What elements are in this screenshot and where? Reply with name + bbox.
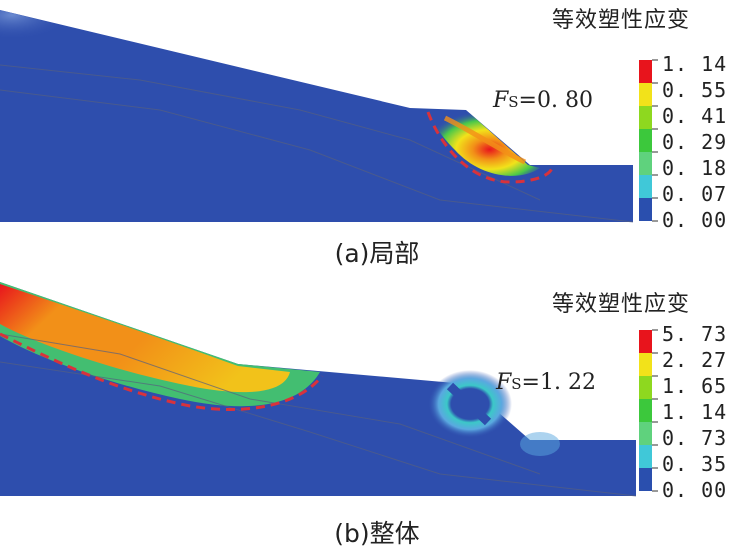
legend-label: 0. 55 — [662, 78, 728, 102]
caption-b: (b)整体 — [334, 519, 420, 548]
legend-swatch — [639, 60, 652, 83]
legend-label: 0. 00 — [662, 208, 728, 232]
legend-label: 0. 07 — [662, 182, 728, 206]
plastic-zone — [0, 284, 290, 393]
slope-contour-plot-b — [0, 282, 658, 497]
legend-swatch — [639, 129, 652, 152]
slope-body — [0, 10, 633, 222]
legend-label: 5. 73 — [662, 322, 728, 346]
caption-a: (a)局部 — [334, 239, 420, 268]
legend-swatch — [639, 175, 652, 198]
legend-label: 0. 18 — [662, 156, 728, 180]
legend-label: 0. 73 — [662, 426, 728, 450]
legend-swatch — [639, 422, 652, 445]
legend-swatch — [639, 198, 652, 221]
legend-label: 0. 29 — [662, 130, 728, 154]
legend-swatch — [639, 330, 652, 353]
legend-colorbar — [639, 59, 658, 222]
legend-label: 0. 35 — [662, 452, 728, 476]
legend-title: 等效塑性应变 — [552, 292, 691, 317]
slope-contour-plot-a — [0, 10, 658, 223]
legend-swatch — [639, 468, 652, 491]
slip-surface — [0, 332, 324, 411]
slope-body — [0, 282, 636, 496]
legend-swatch — [639, 106, 652, 129]
legend-colorbar — [639, 329, 658, 492]
legend-label: 0. 00 — [662, 478, 728, 502]
legend-label: 1. 14 — [662, 52, 728, 76]
legend-title: 等效塑性应变 — [552, 8, 691, 33]
legend-swatch — [639, 83, 652, 106]
safety-factor: FS=0. 80 — [493, 88, 593, 113]
legend-label: 1. 14 — [662, 400, 728, 424]
legend-swatch — [639, 399, 652, 422]
legend-swatch — [639, 376, 652, 399]
legend-label: 2. 27 — [662, 348, 728, 372]
legend-swatch — [639, 152, 652, 175]
legend-label: 1. 65 — [662, 374, 728, 398]
safety-factor: FS=1. 22 — [496, 370, 596, 395]
legend-label: 0. 41 — [662, 104, 728, 128]
legend-swatch — [639, 445, 652, 468]
legend-swatch — [639, 353, 652, 376]
